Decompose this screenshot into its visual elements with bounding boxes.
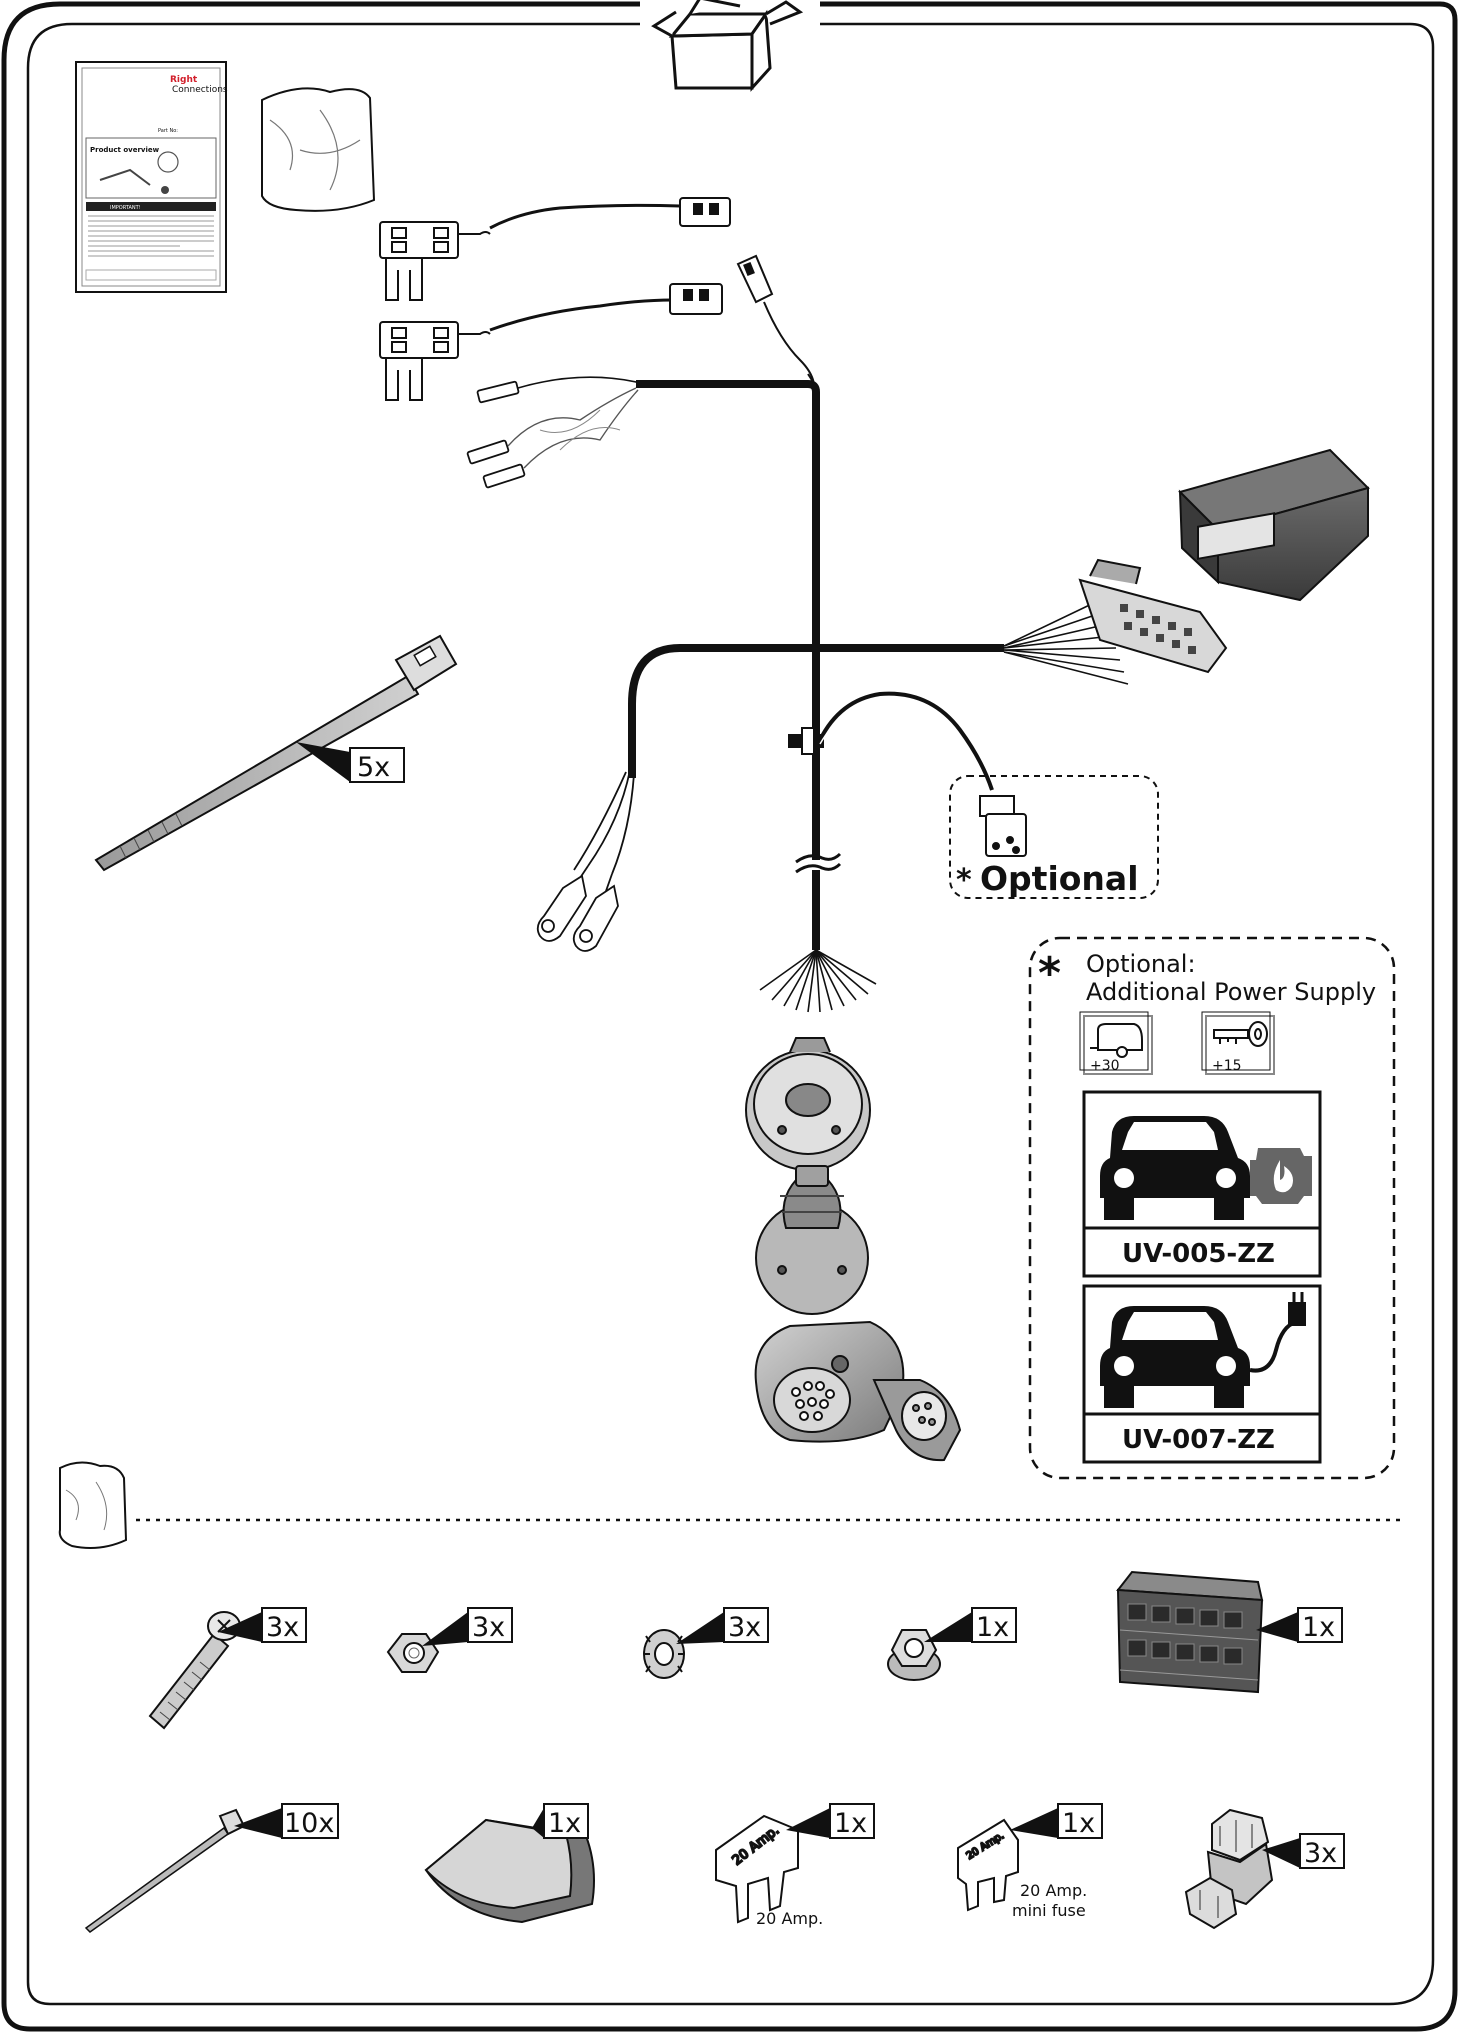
caravan-icon xyxy=(1090,1023,1143,1058)
optional-box-outline xyxy=(949,775,1159,899)
large-cable-tie xyxy=(94,634,458,872)
mini-fuse-caption-1: 20 Amp. xyxy=(1020,1881,1087,1900)
module-connector xyxy=(1078,558,1228,674)
optional-connector-label: Optional xyxy=(980,859,1139,898)
plus15-tile: +15 xyxy=(1201,1011,1275,1075)
module-fanout-wires xyxy=(1003,599,1129,685)
svg-text:1x: 1x xyxy=(548,1808,581,1839)
svg-text:3x: 3x xyxy=(472,1612,505,1643)
part-small-cable-tie xyxy=(84,1808,246,1933)
cable-clip-on-trunk xyxy=(788,727,824,755)
part-connector-housing xyxy=(1116,1570,1264,1694)
svg-text:3x: 3x xyxy=(728,1612,761,1643)
fuse-caption: 20 Amp. xyxy=(756,1909,823,1928)
svg-text:5x: 5x xyxy=(357,752,390,783)
qty-tag-lock-washer: 3x xyxy=(676,1607,769,1644)
car-icon xyxy=(1100,1116,1250,1220)
qty-tag-flange-nut: 1x xyxy=(924,1607,1017,1643)
svg-text:1x: 1x xyxy=(976,1612,1009,1643)
socket-gasket xyxy=(745,1037,871,1171)
manual-brand-line2: Connections xyxy=(172,85,228,95)
part-nut xyxy=(386,1633,440,1673)
manual-product-title: Product overview xyxy=(90,146,160,154)
qty-tag-insulation-pad: 1x xyxy=(532,1803,589,1839)
qty-tag-small-cable-tie: 10x xyxy=(234,1803,339,1839)
manual-part-no: Part No: xyxy=(158,128,178,134)
instruction-manual: Right Connections Part No: Product overv… xyxy=(75,61,228,293)
engine-flame-icon xyxy=(1250,1148,1312,1204)
spade-terminals xyxy=(466,380,526,489)
qty-tag-screw: 3x xyxy=(218,1607,307,1643)
svg-text:1x: 1x xyxy=(1062,1808,1095,1839)
key-icon xyxy=(1213,1021,1268,1047)
optional-connector xyxy=(979,795,1027,857)
fuse-tap-upper xyxy=(379,221,491,301)
svg-text:3x: 3x xyxy=(266,1612,299,1643)
manual-text-lines xyxy=(88,215,214,257)
ring-terminals xyxy=(536,769,635,952)
electric-code: UV-007-ZZ xyxy=(1122,1425,1275,1455)
qty-tag-wire-clip: 3x xyxy=(1262,1833,1345,1869)
wire-break-mark xyxy=(795,852,842,874)
part-wire-clip xyxy=(1184,1808,1274,1930)
svg-text:+15: +15 xyxy=(1212,1058,1242,1074)
part-mini-fuse: 20 Amp. xyxy=(957,1818,1019,1912)
part-insulation-pad xyxy=(424,1818,595,1924)
qty-tag-nut: 3x xyxy=(422,1607,513,1646)
qty-tag-large-tie: 5x xyxy=(296,742,405,783)
manual-brand-line1: Right xyxy=(170,75,198,85)
svg-text:1x: 1x xyxy=(1302,1612,1335,1643)
trailer-socket-13pin xyxy=(754,1320,962,1462)
part-flange-nut xyxy=(887,1629,941,1681)
svg-text:1x: 1x xyxy=(834,1808,867,1839)
optional-power-asterisk: * xyxy=(1038,948,1061,999)
main-harness-trunk xyxy=(636,380,820,950)
blade-connector-lower xyxy=(669,283,723,315)
module-branch-cable xyxy=(628,644,1004,705)
optional-power-title-2: Additional Power Supply xyxy=(1086,978,1376,1006)
charging-plug-icon xyxy=(1249,1292,1306,1373)
wire-ends-fan xyxy=(759,949,877,1013)
blade-connector-upper xyxy=(679,197,731,227)
optional-power-title-1: Optional: xyxy=(1086,950,1196,978)
qty-tag-mini-fuse: 1x xyxy=(1010,1803,1103,1839)
combustion-car-card: UV-005-ZZ xyxy=(1082,1090,1322,1278)
optional-power-supply-box: * Optional: Additional Power Supply +30 … xyxy=(1028,936,1396,1480)
optional-asterisk: * xyxy=(956,863,972,898)
plastic-bag xyxy=(261,87,376,212)
small-parts-bag xyxy=(58,1461,128,1549)
fuse-tap-lower xyxy=(379,321,491,401)
manual-warning: IMPORTANT! xyxy=(110,205,141,211)
electric-car-icon xyxy=(1100,1306,1250,1408)
svg-text:3x: 3x xyxy=(1304,1838,1337,1869)
svg-text:+30: +30 xyxy=(1090,1058,1120,1074)
plug-connector-top xyxy=(736,254,774,304)
control-module xyxy=(1178,448,1370,602)
svg-text:10x: 10x xyxy=(284,1808,334,1839)
part-lock-washer xyxy=(643,1629,685,1679)
qty-tag-connector-housing: 1x xyxy=(1256,1607,1343,1643)
combustion-code: UV-005-ZZ xyxy=(1122,1239,1275,1269)
part-screw xyxy=(148,1611,241,1730)
plus30-tile: +30 xyxy=(1079,1011,1153,1075)
package-box-icon xyxy=(640,0,820,92)
mini-fuse-caption-2: mini fuse xyxy=(1012,1901,1086,1920)
qty-tag-fuse: 1x xyxy=(786,1803,875,1839)
socket-rubber-boot xyxy=(755,1165,869,1315)
part-fuse: 20 Amp. xyxy=(715,1814,799,1924)
electric-car-card: UV-007-ZZ xyxy=(1082,1284,1322,1464)
